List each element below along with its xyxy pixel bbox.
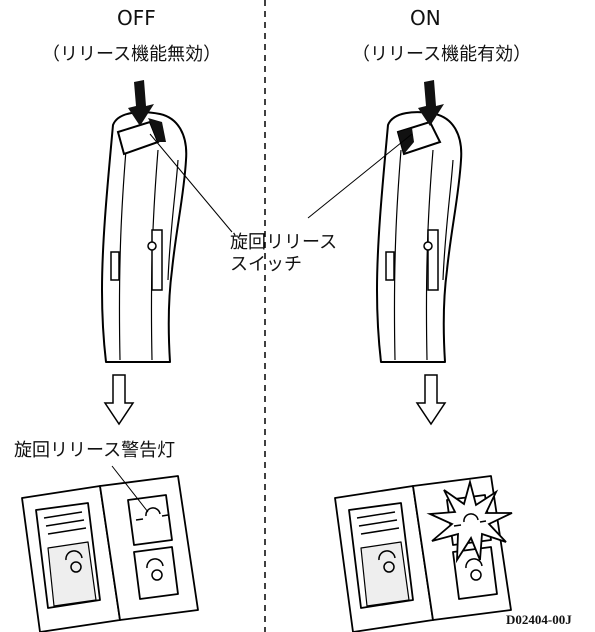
swing-release-switch-label-line1: 旋回リリース (230, 232, 338, 253)
swing-release-switch-callout: 旋回リリース スイッチ (230, 232, 337, 276)
left-warning-lamp-symbol (135, 507, 169, 521)
right-button-symbol (378, 550, 396, 573)
leader-warning-lamp (111, 465, 149, 513)
right-lever-slot (385, 251, 395, 281)
off-state-description: （リリース機能無効） (42, 44, 222, 65)
right-result-arrow (415, 374, 447, 426)
right-lower-switch-symbol (465, 558, 483, 581)
left-lower-switch-symbol (146, 558, 164, 581)
swing-release-switch-label-line2: スイッチ (230, 254, 302, 275)
right-lever-bracket (427, 229, 439, 291)
left-button-symbol (65, 550, 83, 573)
left-swing-release-switch (116, 118, 166, 156)
right-warning-lamp-glow (426, 478, 513, 564)
left-press-arrow (128, 80, 154, 126)
on-state-description: （リリース機能有効） (352, 44, 532, 65)
left-lever-bolt (147, 241, 157, 251)
off-state-label: OFF (117, 6, 156, 30)
left-result-arrow (103, 374, 135, 426)
left-lever-bracket (151, 229, 163, 291)
left-lever (101, 111, 188, 363)
on-state-label: ON (410, 6, 441, 30)
right-lever-bolt (423, 241, 433, 251)
left-switch-panel (21, 475, 199, 632)
right-press-arrow (418, 80, 444, 126)
right-swing-release-switch (396, 120, 442, 156)
leader-left-switch (149, 133, 233, 233)
left-lever-slot (110, 251, 120, 281)
swing-release-warning-lamp-label: 旋回リリース警告灯 (14, 440, 176, 461)
leader-right-switch (307, 133, 413, 219)
right-warning-lamp-symbol (453, 513, 487, 527)
figure-code: D02404-00J (506, 612, 572, 627)
